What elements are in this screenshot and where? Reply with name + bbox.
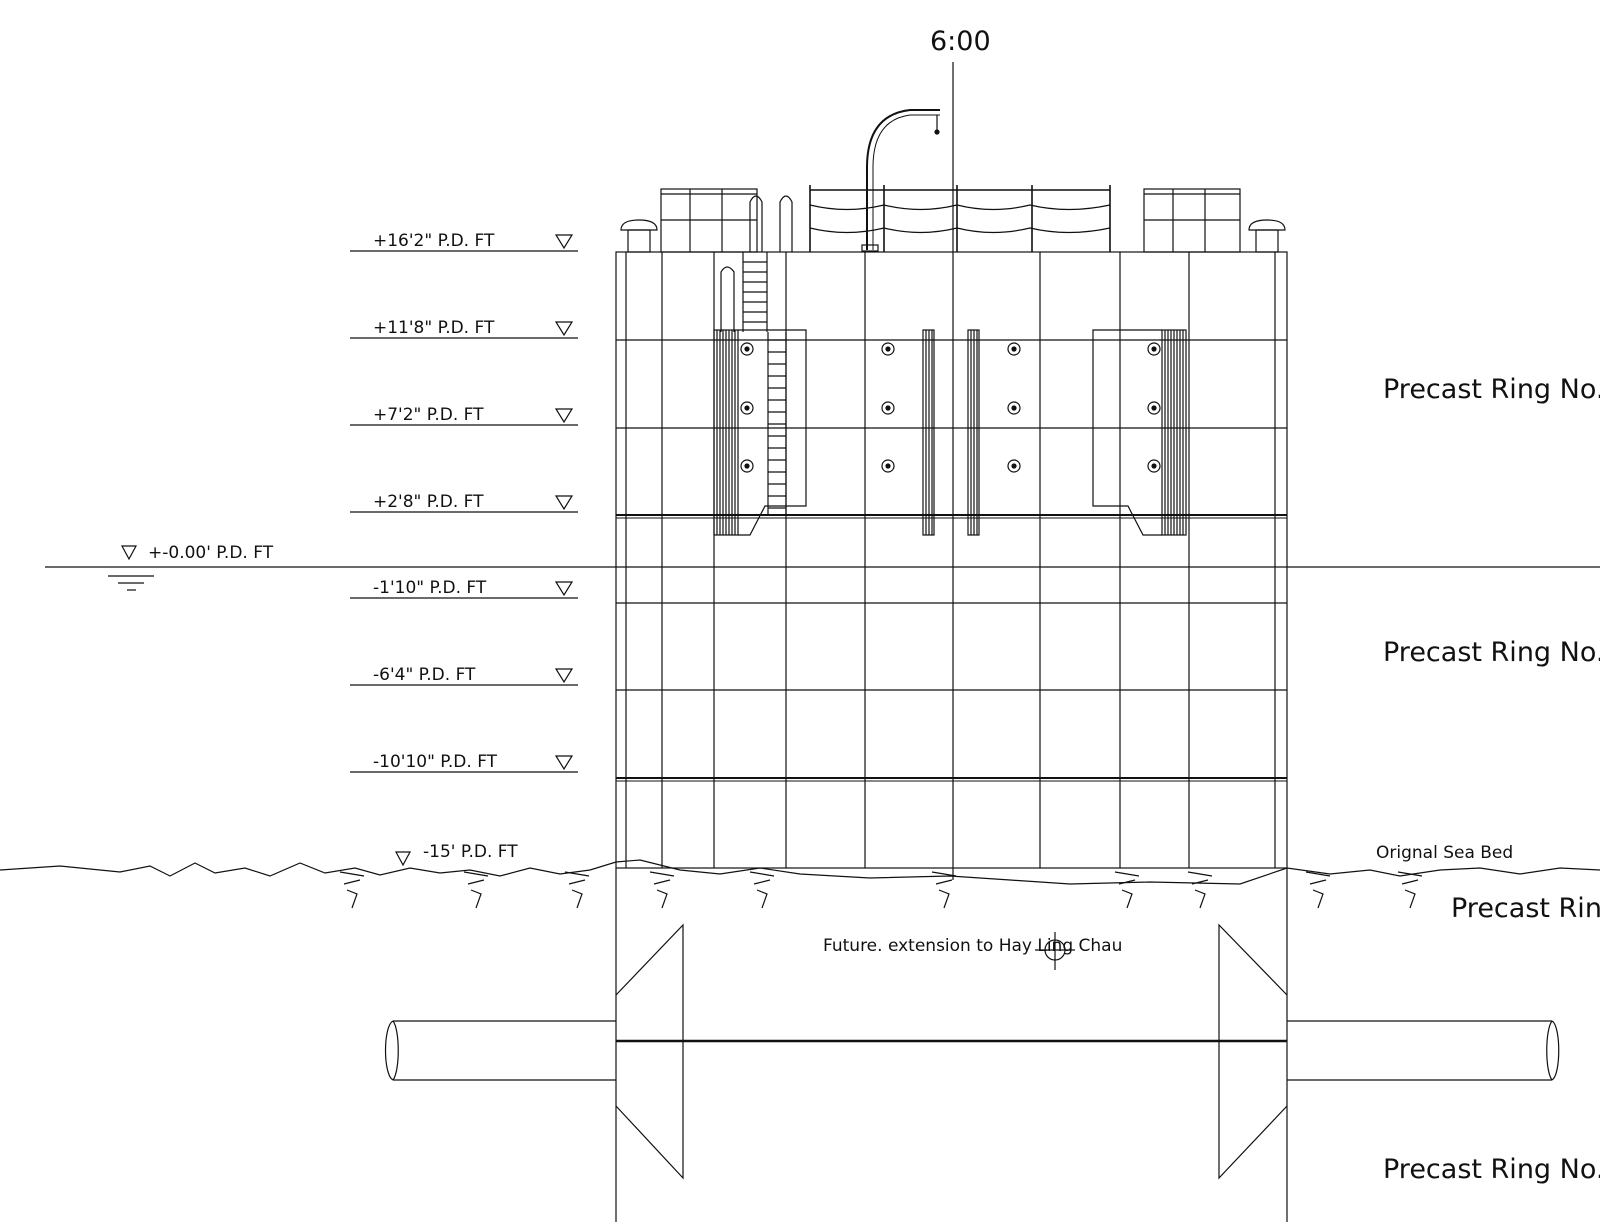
- top-deck: [620, 109, 1286, 253]
- level-label: +11'8" P.D. FT: [373, 318, 495, 338]
- water-level-label: +-0.00' P.D. FT: [148, 543, 274, 563]
- bolt-icon: [1147, 459, 1161, 473]
- level-triangle-icon: [554, 321, 574, 337]
- bolt-icon: [1007, 342, 1021, 356]
- sea-bed: [0, 859, 1600, 909]
- seabed-symbol: [463, 871, 489, 909]
- level-marker: +7'2" P.D. FT: [350, 405, 578, 426]
- seabed-symbol: [1187, 871, 1213, 909]
- seabed-symbol: [1114, 871, 1140, 909]
- level-triangle-icon: [554, 581, 574, 597]
- bolt-icon: [740, 401, 754, 415]
- bolt-center: [885, 463, 891, 469]
- level-triangle-icon: [554, 755, 574, 771]
- ring-label-no4: Precast Ring No.4: [1383, 374, 1600, 405]
- seabed-symbol: [649, 871, 675, 909]
- seabed-symbol: [931, 871, 957, 909]
- level-label: -10'10" P.D. FT: [373, 752, 498, 772]
- extension-note: Future. extension to Hay Ling Chau: [823, 936, 1122, 956]
- seabed-symbol: [1305, 871, 1331, 909]
- left-bollard-icon: [620, 219, 658, 253]
- bolt-icon: [1147, 342, 1161, 356]
- water-level-marker: +-0.00' P.D. FT: [120, 543, 274, 563]
- bolt-icon: [740, 342, 754, 356]
- seabed-symbol: [749, 871, 775, 909]
- level-triangle-icon: [554, 408, 574, 424]
- level-label: +16'2" P.D. FT: [373, 231, 495, 251]
- bolt-center: [744, 463, 750, 469]
- right-pipe: [1287, 1020, 1560, 1081]
- bolt-center: [744, 346, 750, 352]
- axis-label: 6:00: [930, 26, 991, 57]
- bolt-icon: [1147, 401, 1161, 415]
- fenders: [713, 329, 1187, 536]
- level-marker: +11'8" P.D. FT: [350, 318, 578, 339]
- level-marker: -6'4" P.D. FT: [350, 665, 578, 686]
- left-pipe: [384, 1020, 616, 1081]
- bolt-center: [885, 346, 891, 352]
- bolt-icon: [1007, 459, 1021, 473]
- level-label: -6'4" P.D. FT: [373, 665, 476, 685]
- lamp-post-icon: [861, 109, 940, 252]
- bolt-center: [1011, 463, 1017, 469]
- level-label: +7'2" P.D. FT: [373, 405, 484, 425]
- center-target-icon: [1035, 932, 1075, 970]
- bolt-center: [1151, 463, 1157, 469]
- level-markers: +16'2" P.D. FT +11'8" P.D. FT +7'2" P.D. F…: [350, 231, 578, 773]
- level-marker: +2'8" P.D. FT: [350, 492, 578, 513]
- bolt-center: [1011, 405, 1017, 411]
- bolt-icon: [881, 401, 895, 415]
- water-line: [45, 566, 1600, 591]
- seabed-symbol: [1397, 871, 1423, 909]
- level-marker: +16'2" P.D. FT: [350, 231, 578, 252]
- level-marker: -1'10" P.D. FT: [350, 578, 578, 599]
- bolt-center: [1151, 346, 1157, 352]
- level-triangle-icon: [554, 495, 574, 511]
- level-triangle-icon: [554, 668, 574, 684]
- main-body: [615, 251, 1288, 869]
- sea-bed-level-label: -15' P.D. FT: [423, 842, 518, 862]
- bolt-icon: [881, 459, 895, 473]
- ring-label-no3: Precast Ring No.3: [1383, 637, 1600, 668]
- level-label: +2'8" P.D. FT: [373, 492, 484, 512]
- level-marker: -10'10" P.D. FT: [350, 752, 578, 773]
- lower-structure: [384, 868, 1560, 1222]
- bolt-center: [1011, 346, 1017, 352]
- ring-label-no1: Precast Ring No.1: [1383, 1154, 1600, 1185]
- ladder: [720, 195, 793, 515]
- sea-bed-level-marker: -15' P.D. FT: [394, 842, 518, 867]
- bolt-icon: [1007, 401, 1021, 415]
- ring-label-no2: Precast Ring: [1451, 893, 1600, 924]
- bolt-center: [744, 405, 750, 411]
- seabed-symbol: [339, 871, 365, 909]
- bolt-center: [1151, 405, 1157, 411]
- seabed-symbol: [564, 871, 590, 909]
- level-label: -1'10" P.D. FT: [373, 578, 487, 598]
- bolt-icon: [881, 342, 895, 356]
- sea-bed-label: Orignal Sea Bed: [1376, 843, 1513, 863]
- level-triangle-icon: [554, 234, 574, 250]
- bolt-center: [885, 405, 891, 411]
- right-bollard-icon: [1248, 219, 1286, 253]
- bolt-icon: [740, 459, 754, 473]
